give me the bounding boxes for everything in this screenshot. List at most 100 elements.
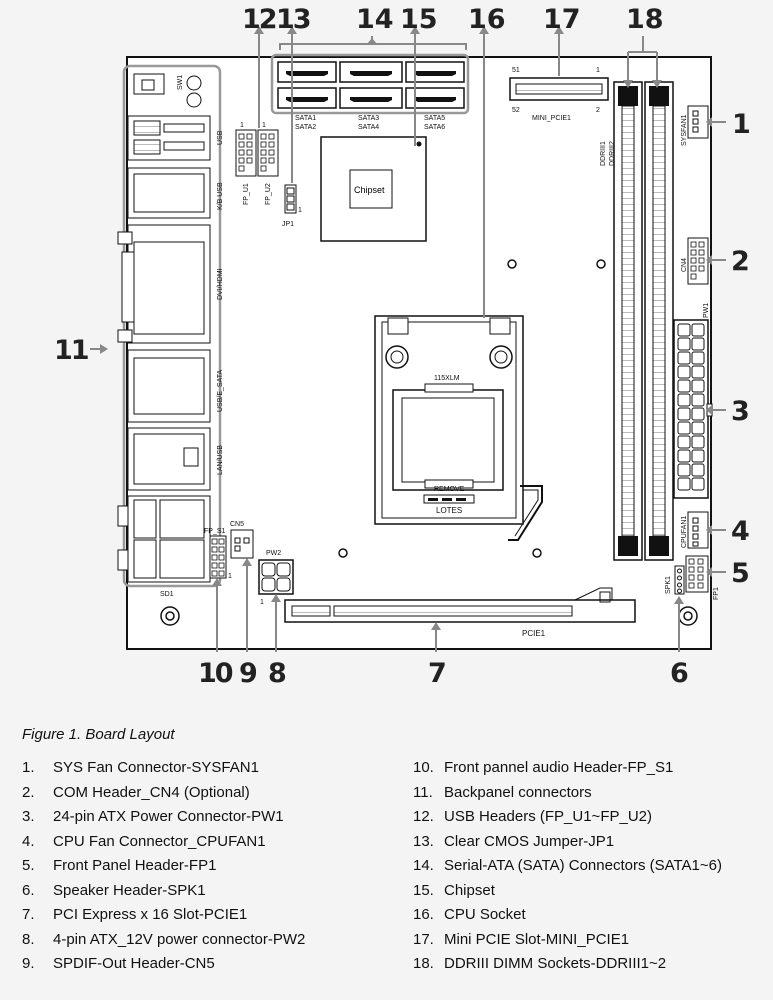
fp-u2-label: FP_U2 — [265, 183, 272, 205]
audio-jacks: SD1 — [117, 495, 211, 598]
callout-17: 17 — [543, 4, 581, 35]
legend-item: 12. USB Headers (FP_U1~FP_U2) — [413, 805, 722, 830]
callout-18: 18 — [626, 4, 664, 35]
callout-arrowheads — [100, 26, 712, 630]
kb-usb-label: K/B USB — [217, 182, 224, 210]
sata2-label: SATA2 — [295, 124, 316, 131]
jp1-label: JP1 — [282, 221, 294, 228]
cpufan1-connector: CPUFAN1 — [681, 511, 709, 549]
usb-port: USB — [127, 115, 224, 161]
usb-label: USB — [217, 130, 224, 145]
mini-pcie1-slot: 51 1 52 2 MINI_PCIE1 — [509, 67, 609, 122]
legend-list-left: 1.SYS Fan Connector-SYSFAN1 2. COM Header… — [22, 756, 305, 977]
usb-esata-label: USB/E_SATA — [217, 370, 224, 412]
fp1-header: FP1 — [685, 555, 720, 600]
legend-number: 14. — [413, 857, 434, 874]
legend-number: 2. — [22, 783, 35, 801]
legend-item: 10.Front pannel audio Header-FP_S1 — [413, 756, 722, 781]
legend-item: 18.DDRIII DIMM Sockets-DDRIII1~2 — [413, 952, 722, 977]
sw1-label: SW1 — [177, 75, 184, 90]
fp-u1-label: FP_U1 — [243, 183, 250, 205]
callout-7: 7 — [428, 658, 447, 689]
jp1-jumper: 1 JP1 — [282, 184, 302, 228]
sysfan1-label: SYSFAN1 — [681, 114, 688, 146]
legend-number: 17. — [413, 930, 434, 948]
pw1-label: PW1 — [703, 303, 710, 318]
callout-13: 13 — [276, 4, 310, 35]
legend-text: Serial-ATA (SATA) Connectors (SATA1~6) — [444, 857, 722, 874]
jp1-pin1: 1 — [298, 207, 302, 214]
dvi-hdmi-port: DVI/HDMI — [117, 224, 224, 344]
pcie1-label: PCIE1 — [522, 629, 546, 638]
figure-caption: Figure 1. Board Layout — [22, 726, 175, 743]
callout-2: 2 — [731, 246, 750, 277]
mini-pcie-pin2: 2 — [596, 107, 600, 114]
legend-item: 11.Backpanel connectors — [413, 781, 722, 806]
callout-8: 8 — [268, 658, 287, 689]
legend-item: 5.Front Panel Header-FP1 — [22, 854, 305, 879]
legend-text: CPU Socket — [444, 906, 526, 923]
fp-s1-header: FP_S1 1 — [204, 528, 232, 580]
lan-usb-port: LAN/USB — [127, 427, 224, 491]
spk1-label: SPK1 — [665, 576, 672, 594]
legend-item: 9. SPDIF-Out Header-CN5 — [22, 952, 305, 977]
legend-text: Chipset — [444, 881, 495, 899]
callout-1: 1 — [732, 109, 751, 140]
mini-pcie-pin51: 51 — [512, 67, 520, 74]
fp-u2-header: 1 FP_U2 — [257, 122, 279, 205]
cpufan1-label: CPUFAN1 — [681, 516, 688, 548]
legend-item: 3. 24-pin ATX Power Connector-PW1 — [22, 805, 305, 830]
cn5-header: CN5 — [230, 521, 254, 559]
legend-item: 8.4-pin ATX_12V power connector-PW2 — [22, 928, 305, 953]
usb-esata-port: USB/E_SATA — [127, 349, 224, 423]
sata6-label: SATA6 — [424, 124, 445, 131]
legend-text: USB Headers (FP_U1~FP_U2) — [444, 808, 652, 825]
pw2-pin1: 1 — [260, 599, 264, 606]
callout-6: 6 — [670, 658, 689, 689]
sata-region — [270, 53, 470, 115]
legend-number: 16. — [413, 906, 434, 923]
pcie1-slot: PCIE1 — [284, 587, 636, 638]
legend-item: 1.SYS Fan Connector-SYSFAN1 — [22, 756, 305, 781]
legend-item: 14. Serial-ATA (SATA) Connectors (SATA1~6… — [413, 854, 722, 879]
legend-item: 13.Clear CMOS Jumper-JP1 — [413, 830, 722, 855]
legend-text: SPDIF-Out Header-CN5 — [53, 955, 215, 972]
legend-number: 11. — [413, 783, 433, 801]
cn4-label: CN4 — [681, 258, 688, 272]
legend-number: 15. — [413, 881, 434, 899]
sata3-label: SATA3 — [358, 115, 379, 122]
chipset-label: Chipset — [354, 185, 385, 195]
legend-number: 5. — [22, 857, 35, 874]
cn4-header: CN4 — [681, 237, 709, 285]
legend-text: CPU Fan Connector_CPUFAN1 — [53, 832, 266, 850]
legend-item: 7.PCI Express x 16 Slot-PCIE1 — [22, 903, 305, 928]
lotes-label: LOTES — [436, 506, 462, 515]
legend-text: DDRIII DIMM Sockets-DDRIII1~2 — [444, 955, 667, 972]
backpanel-region — [122, 64, 222, 588]
callout-9: 9 — [239, 658, 258, 689]
legend-number: 9. — [22, 955, 35, 972]
pw2-label: PW2 — [266, 550, 281, 557]
legend-number: 8. — [22, 930, 35, 948]
sd1-label: SD1 — [160, 591, 174, 598]
lan-usb-label: LAN/USB — [217, 445, 224, 475]
legend-text: COM Header_CN4 (Optional) — [53, 783, 250, 801]
callout-3: 3 — [731, 396, 750, 427]
cn5-label: CN5 — [230, 521, 244, 528]
fp-u1-header: 1 FP_U1 — [235, 122, 257, 205]
legend-number: 3. — [22, 808, 35, 825]
legend-text: Front pannel audio Header-FP_S1 — [444, 759, 674, 776]
legend-item: 17.Mini PCIE Slot-MINI_PCIE1 — [413, 928, 722, 953]
mini-pcie-pin52: 52 — [512, 107, 520, 114]
legend-item: 16. CPU Socket — [413, 903, 722, 928]
legend-text: Speaker Header-SPK1 — [53, 881, 206, 899]
callout-16: 16 — [468, 4, 506, 35]
fp1-label: FP1 — [713, 587, 720, 600]
sata-slots — [286, 71, 456, 102]
legend-number: 12. — [413, 808, 434, 825]
callout-4: 4 — [731, 516, 750, 547]
callout-5: 5 — [731, 558, 750, 589]
legend-text: SYS Fan Connector-SYSFAN1 — [53, 759, 259, 776]
legend-text: 24-pin ATX Power Connector-PW1 — [53, 808, 284, 825]
cpu-socket: 115XLM REMOVE LOTES — [374, 315, 543, 541]
